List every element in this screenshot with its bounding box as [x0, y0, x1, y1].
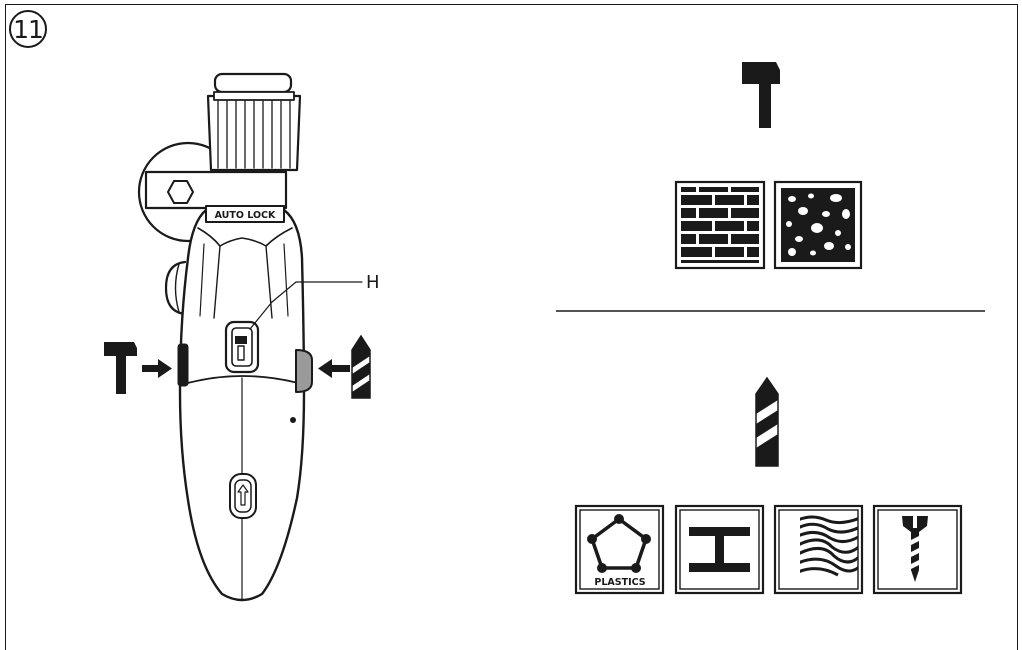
drill-mode-icon [755, 376, 779, 467]
wood-icon [773, 504, 864, 595]
drill-bit-icon [351, 334, 371, 399]
hammer-icon [104, 342, 137, 394]
hammer-mode-icon [742, 62, 780, 128]
plastics-label: PLASTICS [594, 577, 645, 588]
screw-icon [872, 504, 963, 595]
figure-frame [5, 4, 1018, 650]
callout-letter: H [366, 272, 380, 293]
brick-icon [674, 180, 766, 270]
concrete-icon [773, 180, 863, 270]
drill-mode-arrow [318, 359, 350, 378]
hammer-mode-arrow [142, 359, 172, 378]
plastics-icon [574, 504, 665, 595]
chuck [206, 72, 302, 172]
chuck-label: AUTO LOCK [215, 210, 276, 221]
step-number-badge: 11 [9, 10, 47, 48]
drill-illustration [137, 72, 363, 602]
steel-beam-icon [674, 504, 765, 595]
